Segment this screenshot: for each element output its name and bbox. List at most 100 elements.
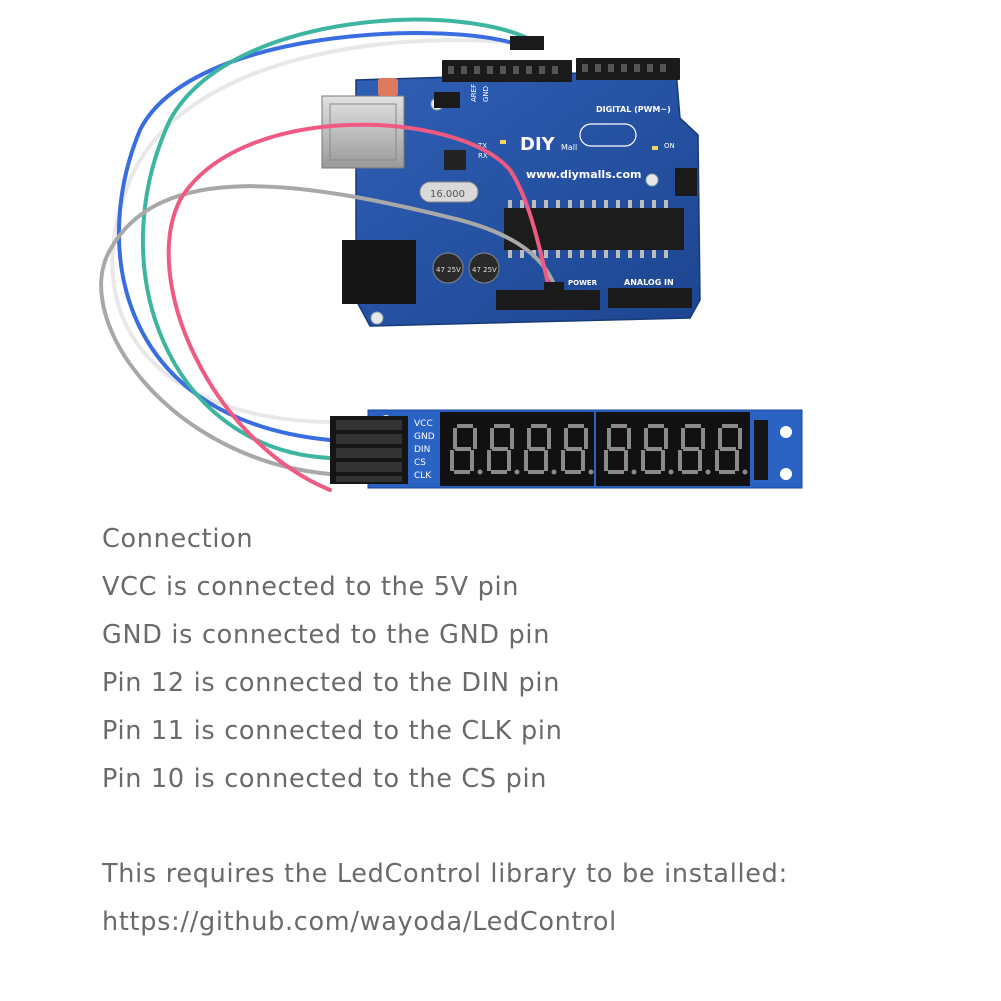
segment [683, 447, 699, 451]
segment [492, 447, 508, 451]
mount-hole [780, 426, 792, 438]
segment [608, 470, 624, 474]
wire-cs [99, 184, 558, 476]
label-analog: ANALOG IN [624, 278, 674, 287]
segment [566, 447, 582, 451]
segment [627, 428, 631, 449]
segment [646, 447, 662, 451]
pin-label-cs: CS [414, 458, 426, 468]
decimal-point [588, 469, 594, 475]
segment [604, 450, 608, 471]
segment [701, 428, 705, 449]
wire-connector [544, 282, 564, 294]
atmega-chip [504, 200, 684, 258]
svg-text:Mall: Mall [561, 143, 577, 152]
segment [648, 424, 664, 428]
segment [453, 428, 457, 449]
segment [565, 470, 581, 474]
segment [715, 450, 719, 471]
segment [645, 470, 661, 474]
segment [510, 428, 514, 449]
segment [624, 450, 628, 471]
segment [568, 424, 584, 428]
icsp-header [434, 92, 460, 108]
segment [450, 450, 454, 471]
wire-clk [166, 122, 552, 492]
segment [609, 447, 625, 451]
svg-text:16.000: 16.000 [430, 189, 465, 200]
wire-gnd [116, 31, 518, 442]
segment [490, 428, 494, 449]
decimal-point [668, 469, 674, 475]
decimal-point [742, 469, 748, 475]
analog-header [608, 288, 692, 308]
segment [527, 428, 531, 449]
segment [584, 428, 588, 449]
caption-line-din: Pin 12 is connected to the DIN pin [102, 668, 561, 698]
arduino-max7219-wiring-photo: AREF GND DIGITAL (PWM~) TX RX ON DIY Mal… [99, 17, 803, 492]
caption-line-cs: Pin 10 is connected to the CS pin [102, 764, 548, 794]
svg-text:DIY: DIY [520, 134, 556, 155]
decimal-point [477, 469, 483, 475]
label-on: ON [664, 142, 675, 150]
icsp-header-2 [675, 168, 697, 196]
segment [678, 450, 682, 471]
decimal-point [514, 469, 520, 475]
pin-label-clk: CLK [414, 471, 432, 481]
segment [455, 447, 471, 451]
led [652, 146, 658, 150]
segment [544, 450, 548, 471]
label-power: POWER [568, 279, 598, 287]
segment [581, 450, 585, 471]
segment [531, 424, 547, 428]
power-header [496, 290, 600, 310]
label-digital: DIGITAL (PWM~) [596, 105, 671, 114]
segment [735, 450, 739, 471]
segment [719, 470, 735, 474]
segment [698, 450, 702, 471]
led [500, 140, 506, 144]
segment [685, 424, 701, 428]
caption-line-clk: Pin 11 is connected to the CLK pin [102, 716, 563, 746]
segment [661, 450, 665, 471]
usb-chip [444, 150, 466, 170]
usb-connector [321, 78, 405, 169]
caption-line-gnd: GND is connected to the GND pin [102, 620, 551, 650]
seven-seg-digit [561, 424, 594, 475]
segment [487, 450, 491, 471]
board-url: www.diymalls.com [526, 168, 641, 181]
caption-line-vcc: VCC is connected to the 5V pin [102, 572, 520, 602]
segment [664, 428, 668, 449]
mount-hole [645, 173, 659, 187]
output-header [754, 420, 768, 480]
segment [507, 450, 511, 471]
seven-seg-digit [604, 424, 637, 475]
arduino-board: AREF GND DIGITAL (PWM~) TX RX ON DIY Mal… [321, 58, 701, 327]
library-note: This requires the LedControl library to … [102, 859, 788, 889]
pin-label-vcc: VCC [414, 419, 433, 429]
segment [607, 428, 611, 449]
segment [641, 450, 645, 471]
segment [722, 424, 738, 428]
pin-label-gnd: GND [414, 432, 435, 442]
decimal-point [631, 469, 637, 475]
crystal: 16.000 [419, 181, 479, 203]
segment [470, 450, 474, 471]
segment [473, 428, 477, 449]
segment [528, 470, 544, 474]
label-gnd: GND [482, 86, 490, 102]
label-aref: AREF [470, 84, 478, 102]
segment [718, 428, 722, 449]
wire-din [140, 17, 540, 460]
caption-heading: Connection [102, 524, 254, 554]
seven-seg-digit [487, 424, 520, 475]
segment [720, 447, 736, 451]
segment [491, 470, 507, 474]
segment [644, 428, 648, 449]
seven-seg-digit [450, 424, 483, 475]
silk-oval [579, 123, 637, 147]
svg-text:47 25V: 47 25V [472, 266, 497, 274]
seven-seg-digit [524, 424, 557, 475]
seven-seg-digit [678, 424, 711, 475]
segment [738, 428, 742, 449]
